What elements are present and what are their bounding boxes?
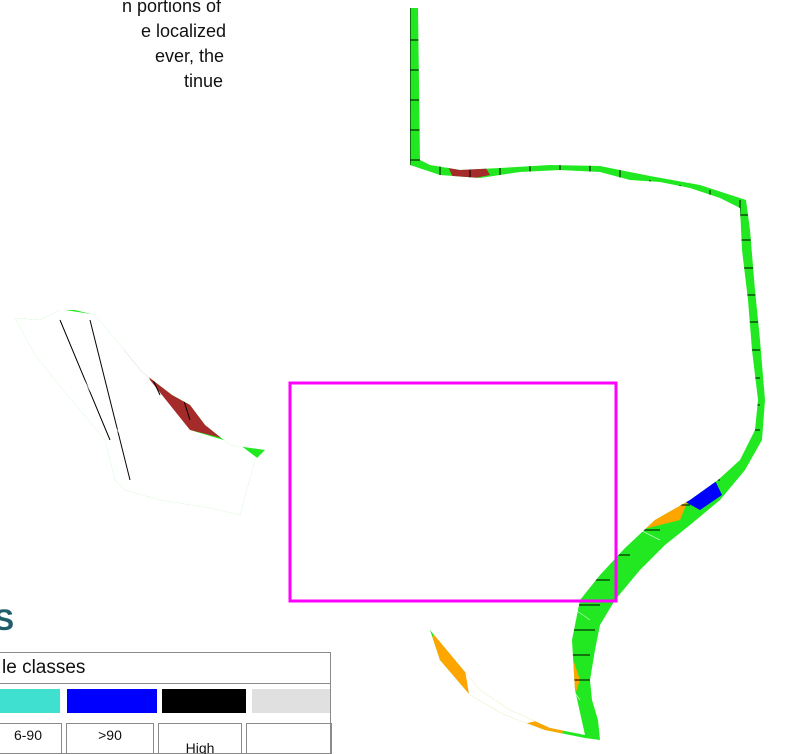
region-much-below-normal bbox=[410, 420, 530, 560]
intro-line: ever, the vast bbox=[155, 46, 225, 66]
region-below-normal bbox=[230, 20, 330, 80]
swatch-much-above-normal bbox=[67, 689, 157, 713]
range-label: 6-90 bbox=[0, 723, 62, 754]
region-below-normal bbox=[300, 100, 400, 180]
range-label: >90 bbox=[66, 723, 154, 754]
region-much-below-normal bbox=[495, 600, 550, 640]
legend-header: le classes bbox=[0, 653, 330, 684]
swatch-high bbox=[162, 689, 246, 713]
intro-line: e localized bbox=[141, 21, 225, 41]
region-much-below-normal bbox=[290, 385, 335, 470]
region-not-ranked bbox=[330, 420, 410, 570]
region-not-ranked bbox=[330, 200, 400, 255]
county-grid bbox=[59, 8, 760, 681]
highlight-box bbox=[288, 381, 618, 603]
legend-header-text: le classes bbox=[2, 657, 86, 678]
region-not-ranked bbox=[228, 128, 320, 200]
swatch-not-ranked bbox=[252, 689, 330, 713]
intro-line: n portions of the bbox=[122, 0, 225, 16]
region-below-normal bbox=[300, 330, 420, 540]
intro-line: tinue to observe bbox=[184, 71, 225, 91]
region-above-normal bbox=[570, 195, 720, 280]
region-below-normal bbox=[430, 595, 580, 740]
region-not-ranked bbox=[15, 300, 260, 520]
legend-title: S bbox=[0, 604, 15, 637]
region-much-below-normal bbox=[390, 315, 470, 380]
region-much-below-normal bbox=[500, 470, 580, 540]
region-below-normal bbox=[200, 200, 300, 320]
region-much-above-normal bbox=[622, 200, 665, 230]
region-much-below-normal bbox=[445, 158, 490, 182]
region-not-ranked bbox=[460, 640, 540, 730]
region-above-normal bbox=[500, 300, 560, 345]
region-above-normal bbox=[360, 195, 420, 225]
region-low bbox=[415, 340, 470, 372]
legend-table: le classes 6-90 >90 High bbox=[0, 652, 332, 754]
intro-text: n portions of the e localized ever, the … bbox=[0, 0, 225, 94]
region-below-normal bbox=[250, 185, 340, 240]
range-label: High bbox=[158, 723, 242, 754]
range-empty bbox=[246, 723, 332, 754]
region-below-normal bbox=[460, 390, 610, 570]
swatch-above-normal bbox=[0, 689, 60, 713]
